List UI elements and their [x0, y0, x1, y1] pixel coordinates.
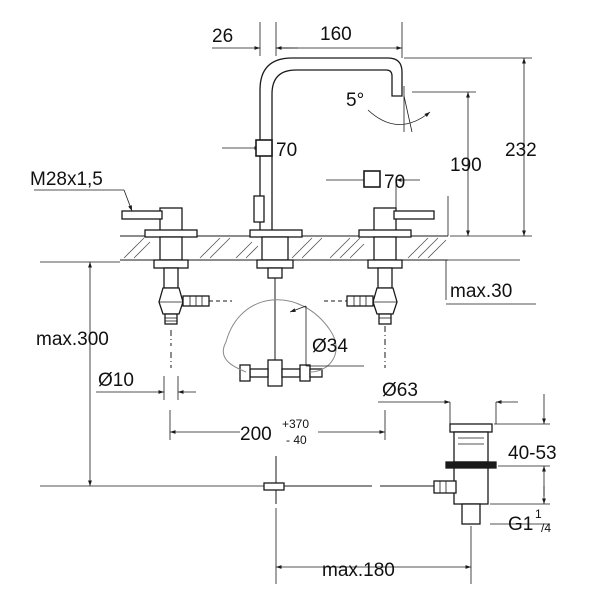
- mixer-tee: [239, 359, 323, 387]
- dim-26: 26: [212, 26, 233, 47]
- right-handle-valve: [324, 207, 435, 325]
- dim-g-thread-denominator: /4: [541, 521, 551, 535]
- dim-square-70-spout: 70: [276, 140, 297, 161]
- dim-200: 200: [240, 424, 272, 445]
- dim-232: 232: [505, 140, 537, 161]
- spout: [223, 57, 403, 387]
- pop-up-drain: [263, 423, 497, 525]
- dim-190: 190: [450, 155, 482, 176]
- dim-160: 160: [320, 24, 352, 45]
- dim-angle-5: 5°: [346, 90, 364, 111]
- right-hose-connector: [324, 295, 374, 307]
- dim-g-thread: G1: [508, 514, 533, 535]
- dim-max-30: max.30: [450, 281, 512, 302]
- dim-diameter-34: Ø34: [312, 336, 348, 357]
- dim-tolerance-minus: - 40: [286, 433, 307, 447]
- dim-g-thread-numerator: 1: [535, 507, 542, 521]
- dimension-labels: 26 160 5° 70 70 190 232 M28x1,5 max.30 m…: [30, 24, 557, 581]
- left-handle-valve: [121, 207, 232, 325]
- left-hose-connector: [182, 295, 232, 307]
- dim-thread-m28: M28x1,5: [30, 169, 103, 190]
- dim-40-53: 40-53: [508, 443, 557, 464]
- countertop-hatching: [123, 237, 447, 259]
- dim-max-180: max.180: [322, 560, 395, 581]
- dim-tolerance-plus: +370: [282, 417, 309, 431]
- center-lines: [170, 326, 386, 368]
- dim-max-300: max.300: [36, 329, 109, 350]
- dim-diameter-63: Ø63: [382, 380, 418, 401]
- dimension-lines: [34, 22, 550, 584]
- dim-diameter-10: Ø10: [98, 370, 134, 391]
- dim-square-70-handle: 70: [384, 172, 405, 193]
- drain-lift-rod: [263, 456, 434, 504]
